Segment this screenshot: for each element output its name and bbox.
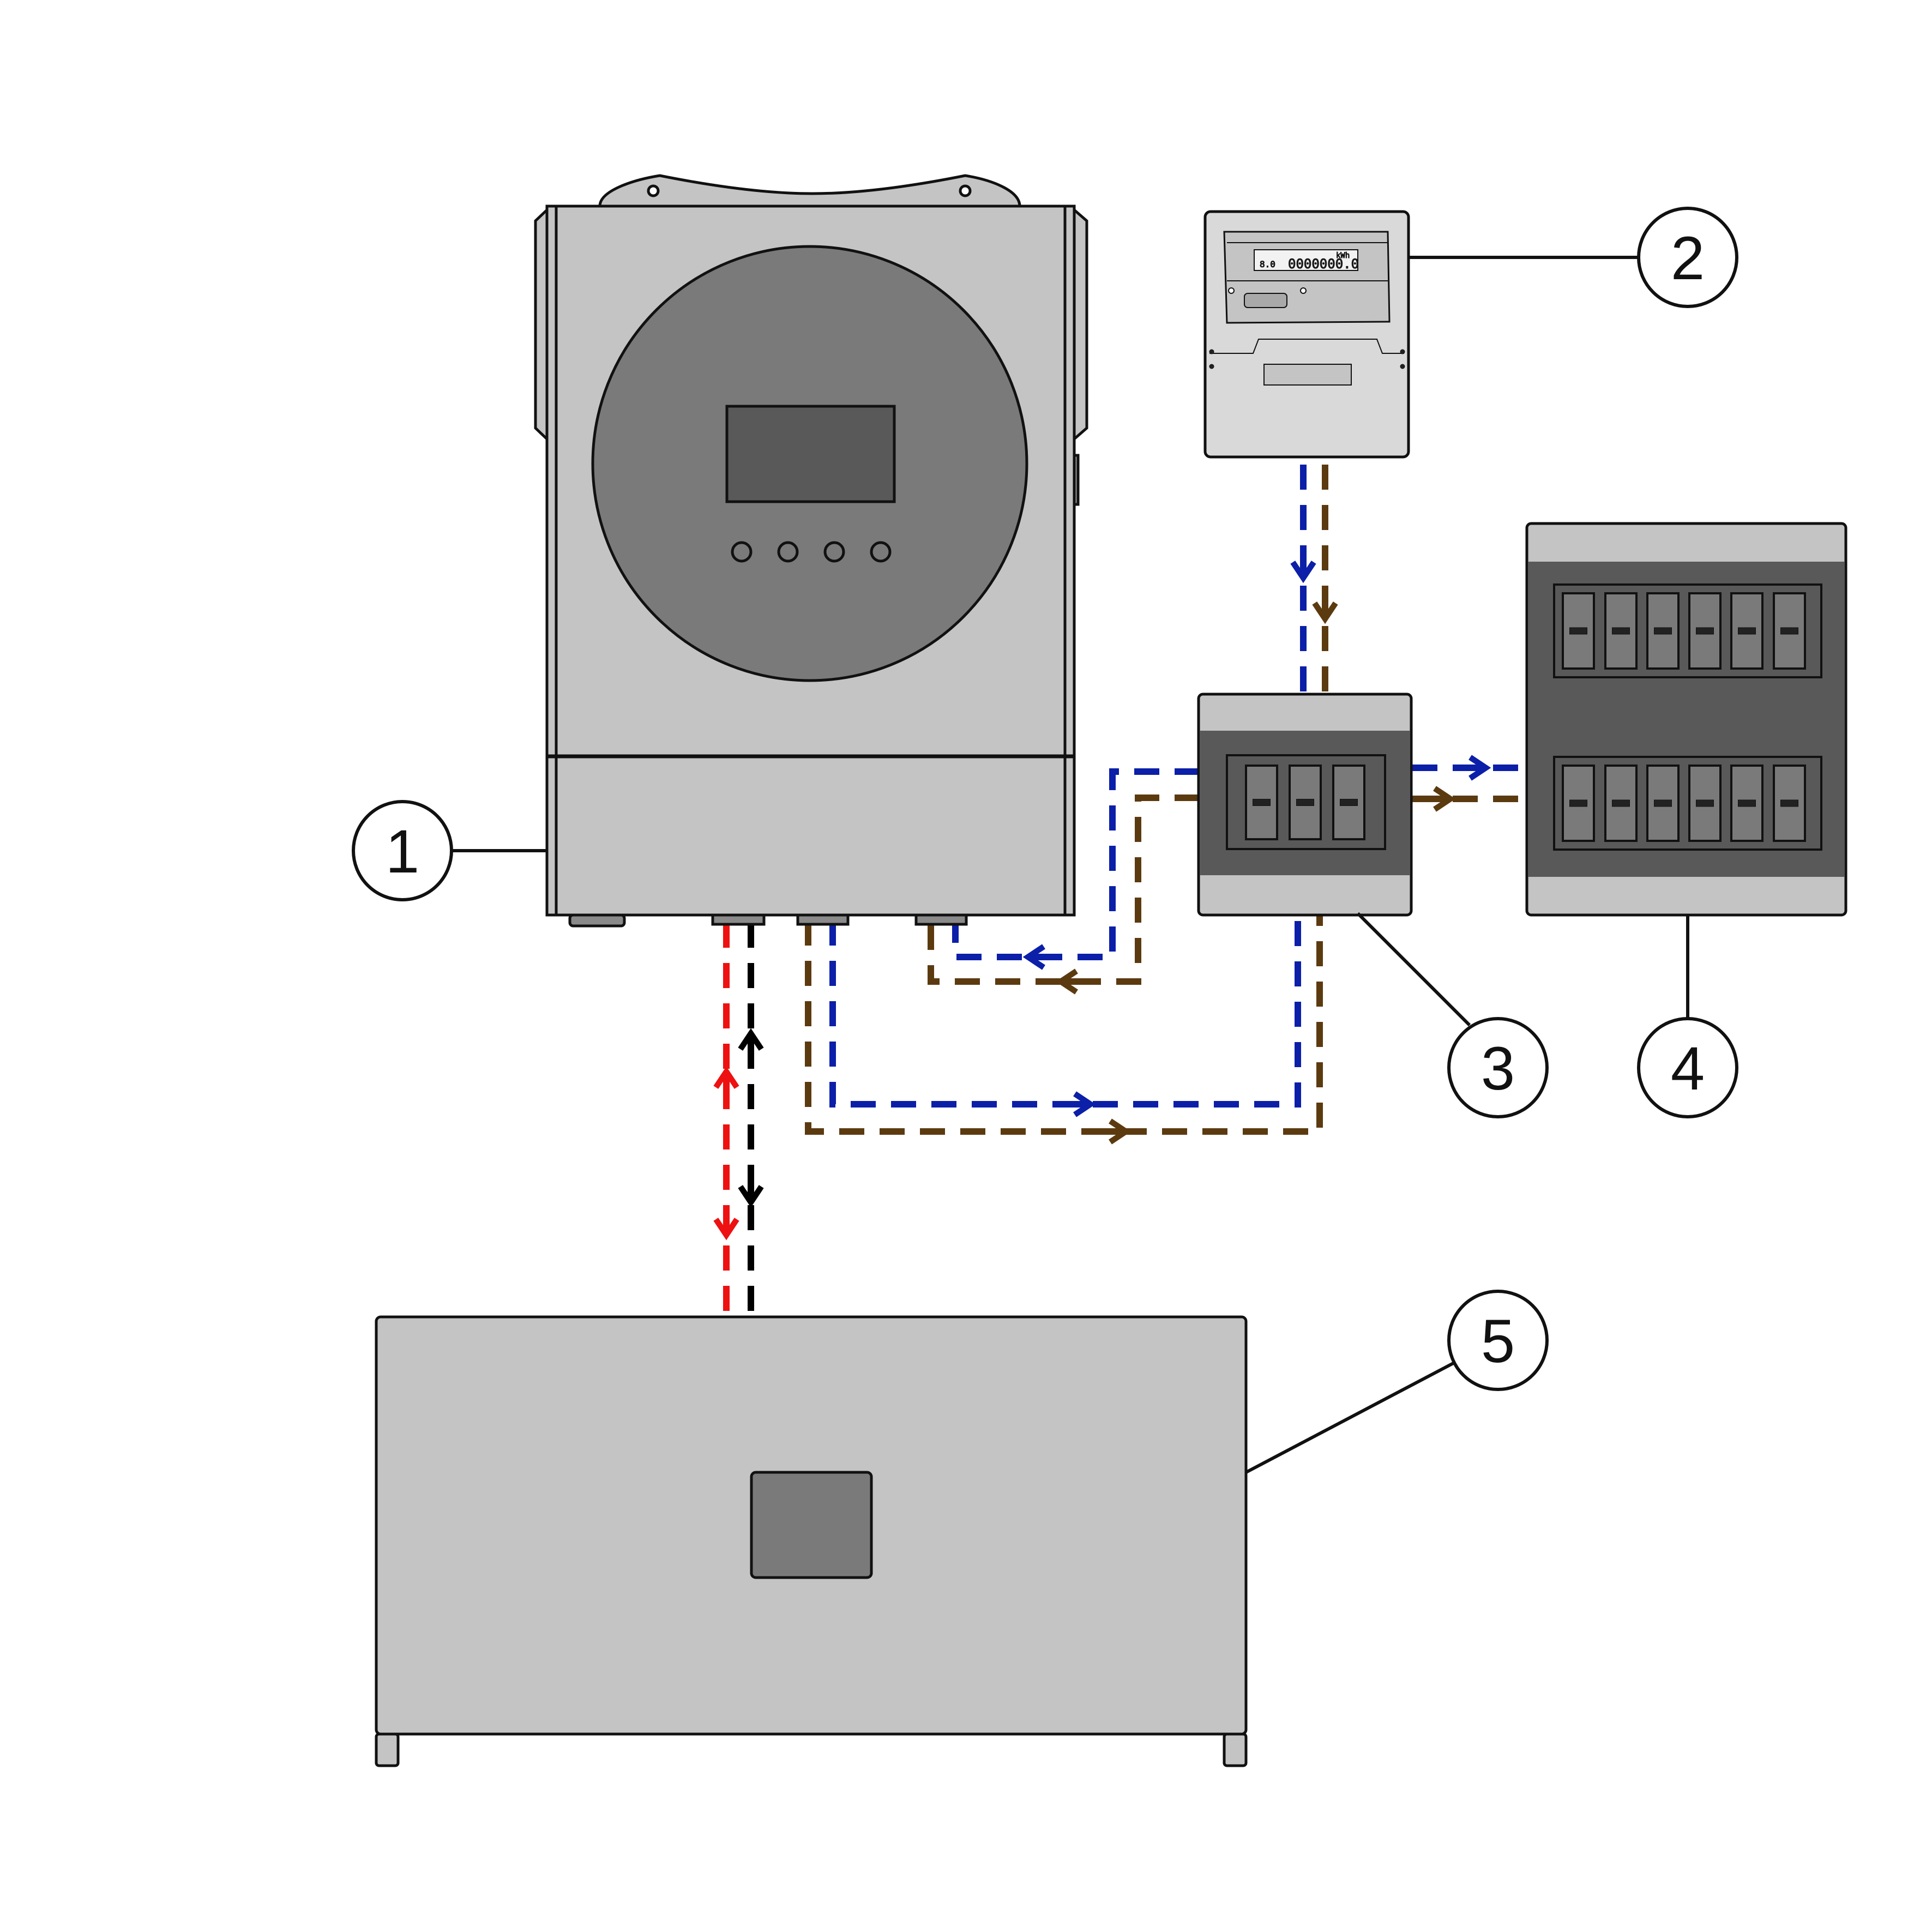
meter-reading: 0000000.0 [1288,256,1359,272]
panel-bottom-switch-2-lever[interactable] [1612,799,1630,807]
panel-top-switch-2[interactable] [1604,592,1638,670]
meter-label-window [1263,364,1352,386]
inverter-button-3[interactable] [823,541,845,563]
meter-screw-4 [1400,364,1405,369]
panel-bottom-switch-1-lever[interactable] [1569,799,1587,807]
meter-screw-3 [1400,349,1405,354]
callout-2-circle [1637,207,1738,308]
inverter-right-flange [1073,207,1088,442]
meter-screw-1 [1209,349,1214,354]
panel-bottom-switch-1[interactable] [1562,765,1595,842]
callout-3-label: 3 [1481,1034,1515,1103]
inverter-terminal-ac-input [914,913,968,926]
breaker-box-switch-1-lever[interactable] [1253,799,1271,806]
panel-top-switch-1-lever[interactable] [1569,627,1587,635]
battery-unit [375,1315,1248,1767]
panel-top-switch-3-lever[interactable] [1654,627,1672,635]
inverter-terminal-left-gland [568,913,626,928]
inverter-button-1[interactable] [731,541,753,563]
wire-breaker-to-inverter-neutral [952,768,1200,960]
panel-top-switch-5[interactable] [1730,592,1764,670]
panel-bottom-switch-5[interactable] [1730,765,1764,842]
wire-inverter-to-breaker-live [805,916,1323,1135]
callout-3-circle [1447,1017,1549,1118]
callout-2-label: 2 [1671,224,1705,292]
breaker-box-switch-3[interactable] [1332,765,1365,840]
panel-top-switch-4-lever[interactable] [1696,627,1714,635]
panel-bottom-switch-5-lever[interactable] [1738,799,1756,807]
bracket-hole-left [647,184,660,197]
breaker-box-breakers [1245,765,1365,840]
small-breaker-box [1197,693,1413,917]
callout-1-circle [352,800,453,901]
meter-unit: kWh [1336,251,1350,260]
breaker-box-switch-1[interactable] [1245,765,1278,840]
inverter-left-flange [534,207,549,442]
panel-top-switch-3[interactable] [1646,592,1680,670]
panel-top-switch-6[interactable] [1773,592,1806,670]
distribution-panel [1525,522,1847,917]
leader-5 [1245,1362,1454,1474]
callout-5-circle [1447,1290,1549,1391]
meter-lcd [1254,249,1358,271]
leader-3 [1356,912,1471,1027]
meter-led-right [1300,287,1307,294]
callouts: 1 2 3 4 5 [352,207,1738,1474]
breaker-box-switch-2[interactable] [1289,765,1322,840]
panel-bottom-switch-6[interactable] [1773,765,1806,842]
panel-bottom-switch-2-body [1604,765,1638,842]
hybrid-inverter [534,174,1088,928]
inverter-button-2[interactable] [777,541,799,563]
inverter-mounting-bracket [598,174,1021,208]
battery-foot-right [1223,1732,1248,1767]
panel-bottom-switch-4-lever[interactable] [1696,799,1714,807]
panel-top-switch-4[interactable] [1688,592,1722,670]
panel-bottom-switch-4[interactable] [1688,765,1722,842]
battery-foot-left [375,1732,400,1767]
callout-5-label: 5 [1481,1307,1515,1375]
meter-code: 8.0 [1260,259,1275,269]
meter-terminal-cover [1209,339,1404,354]
meter-face-plate [1223,231,1391,324]
meter-led-left [1228,287,1235,294]
inverter-terminal-ac-output [796,913,850,926]
inverter-display-screen [725,405,896,503]
breaker-box-switch-3-lever[interactable] [1340,799,1358,806]
panel-bottom-switch-6-lever[interactable] [1780,799,1798,807]
electricity-meter: 8.0 0000000.0 kWh [1203,210,1410,459]
callout-4-label: 4 [1671,1034,1705,1103]
panel-top-switch-1[interactable] [1562,592,1595,670]
panel-top-switch-6-lever[interactable] [1780,627,1798,635]
breaker-box-switch-2-lever[interactable] [1296,799,1314,806]
callout-4-circle [1637,1017,1738,1118]
panel-bottom-switch-3-body [1646,765,1680,842]
panel-bottom-switch-3[interactable] [1646,765,1680,842]
panel-top-switch-5-lever[interactable] [1738,627,1756,635]
callout-1-label: 1 [386,817,419,886]
meter-screw-2 [1209,364,1214,369]
bracket-hole-right [959,184,972,197]
inverter-button-4[interactable] [870,541,892,563]
panel-top-switch-2-lever[interactable] [1612,627,1630,635]
panel-bottom-switch-3-lever[interactable] [1654,799,1672,807]
wire-inverter-to-breaker-neutral [829,916,1301,1108]
panel-breakers [1562,592,1806,842]
meter-button[interactable] [1244,293,1287,308]
wire-breaker-to-inverter-live [928,795,1200,985]
battery-display-window [750,1471,873,1579]
panel-bottom-switch-2[interactable] [1604,765,1638,842]
flow-arrows [713,551,1491,1241]
inverter-terminal-dc [711,913,766,926]
wires [723,465,1530,1317]
